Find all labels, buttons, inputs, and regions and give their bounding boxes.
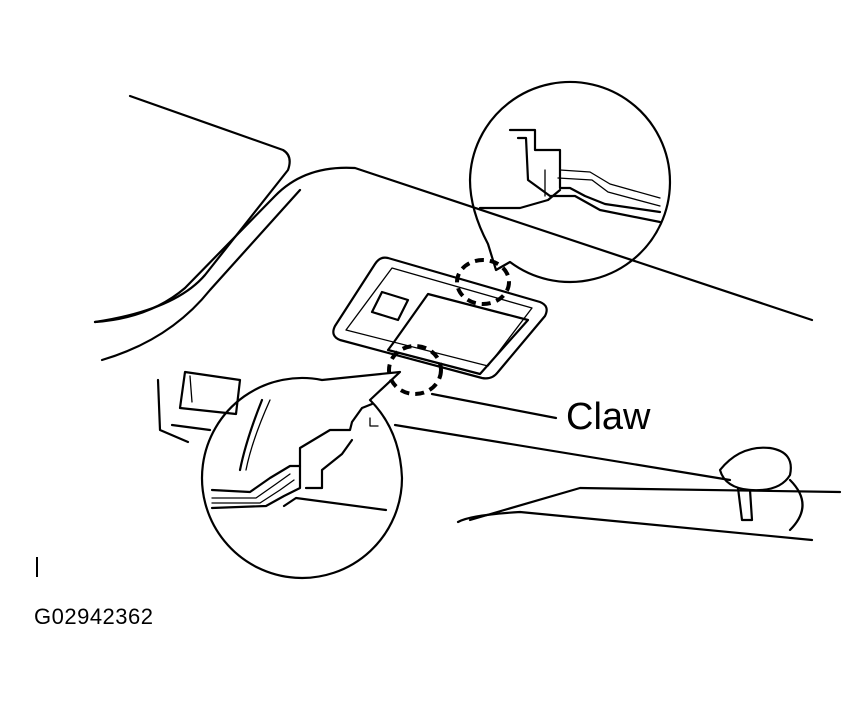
claw-marker-lower (387, 344, 443, 396)
corner-mark (36, 557, 38, 577)
roof-lower-edge (393, 423, 842, 542)
windshield-frame (93, 94, 814, 362)
figure-code: G02942362 (34, 604, 154, 629)
lower-detail-circle (200, 370, 404, 580)
claw-marker-upper (455, 258, 511, 306)
visor-bracket-left (156, 370, 242, 444)
claw-markers (387, 258, 511, 396)
room-light-console (332, 256, 548, 380)
rear-view-mirror (718, 446, 804, 532)
claw-label: Claw (566, 396, 651, 438)
claw-leader-line (430, 392, 558, 420)
upper-detail-circle (468, 80, 672, 284)
